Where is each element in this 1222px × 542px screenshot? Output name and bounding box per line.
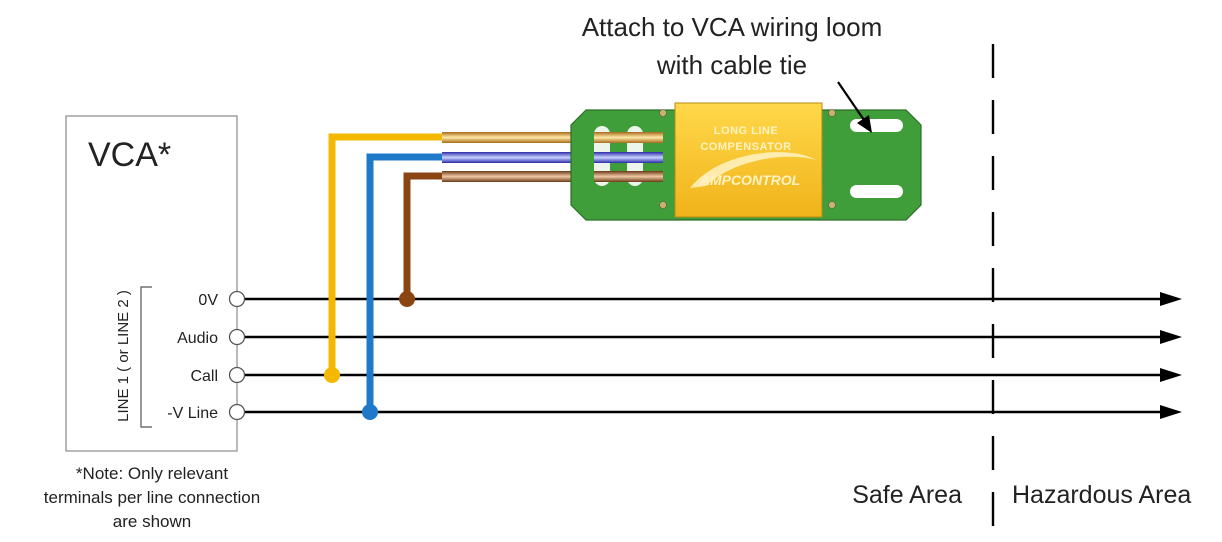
yellow-junction-dot: [324, 367, 340, 383]
long-line-compensator-module: LONG LINE COMPENSATOR AMPCONTROL: [570, 102, 922, 221]
arrow-head-v-line: [1160, 405, 1182, 419]
brown-wire-sleeve: [442, 171, 662, 182]
line-group-bracket: [140, 286, 152, 428]
line-group-label: LINE 1 ( or LINE 2 ): [115, 290, 132, 422]
terminal-label-v-line: -V Line: [167, 405, 218, 422]
note-line1: *Note: Only relevant: [76, 464, 228, 483]
arrow-head-0v: [1160, 292, 1182, 306]
line-conductors: [245, 292, 1182, 419]
terminal-call: [228, 366, 246, 384]
module-title-line1: LONG LINE: [714, 125, 778, 137]
blue-junction-dot: [362, 404, 378, 420]
blue-wire: [366, 153, 442, 412]
arrow-head-call: [1160, 368, 1182, 382]
module-title-line2: COMPENSATOR: [700, 141, 791, 153]
terminal-v-line: [228, 403, 246, 421]
callout-line1: Attach to VCA wiring loom: [582, 12, 883, 42]
safe-area-label: Safe Area: [852, 481, 962, 509]
pcb-slot-right-bottom: [850, 185, 903, 198]
note-line2: terminals per line connection: [44, 488, 260, 507]
brown-wire: [403, 172, 442, 299]
terminal-0v: [228, 290, 246, 308]
hazardous-area-label: Hazardous Area: [1012, 481, 1191, 509]
brown-junction-dot: [399, 291, 415, 307]
callout-line2: with cable tie: [656, 50, 807, 80]
callout-arrow-head: [857, 115, 872, 133]
callout-arrow-line: [837, 81, 867, 124]
terminal-label-0v: 0V: [198, 292, 218, 309]
terminal-label-audio: Audio: [177, 330, 218, 347]
terminal-audio: [228, 328, 246, 346]
blue-wire-sleeve: [442, 152, 662, 163]
arrow-head-audio: [1160, 330, 1182, 344]
yellow-wire: [328, 133, 442, 375]
vca-title: VCA*: [88, 136, 171, 174]
vca-box: [65, 115, 238, 452]
module-brand-swoosh: [690, 152, 816, 188]
terminal-label-call: Call: [190, 368, 218, 385]
pcb-slot-right-top: [850, 119, 903, 132]
module-brand: AMPCONTROL: [699, 172, 800, 188]
yellow-wire-sleeve: [442, 132, 662, 143]
note-line3: are shown: [113, 512, 191, 531]
